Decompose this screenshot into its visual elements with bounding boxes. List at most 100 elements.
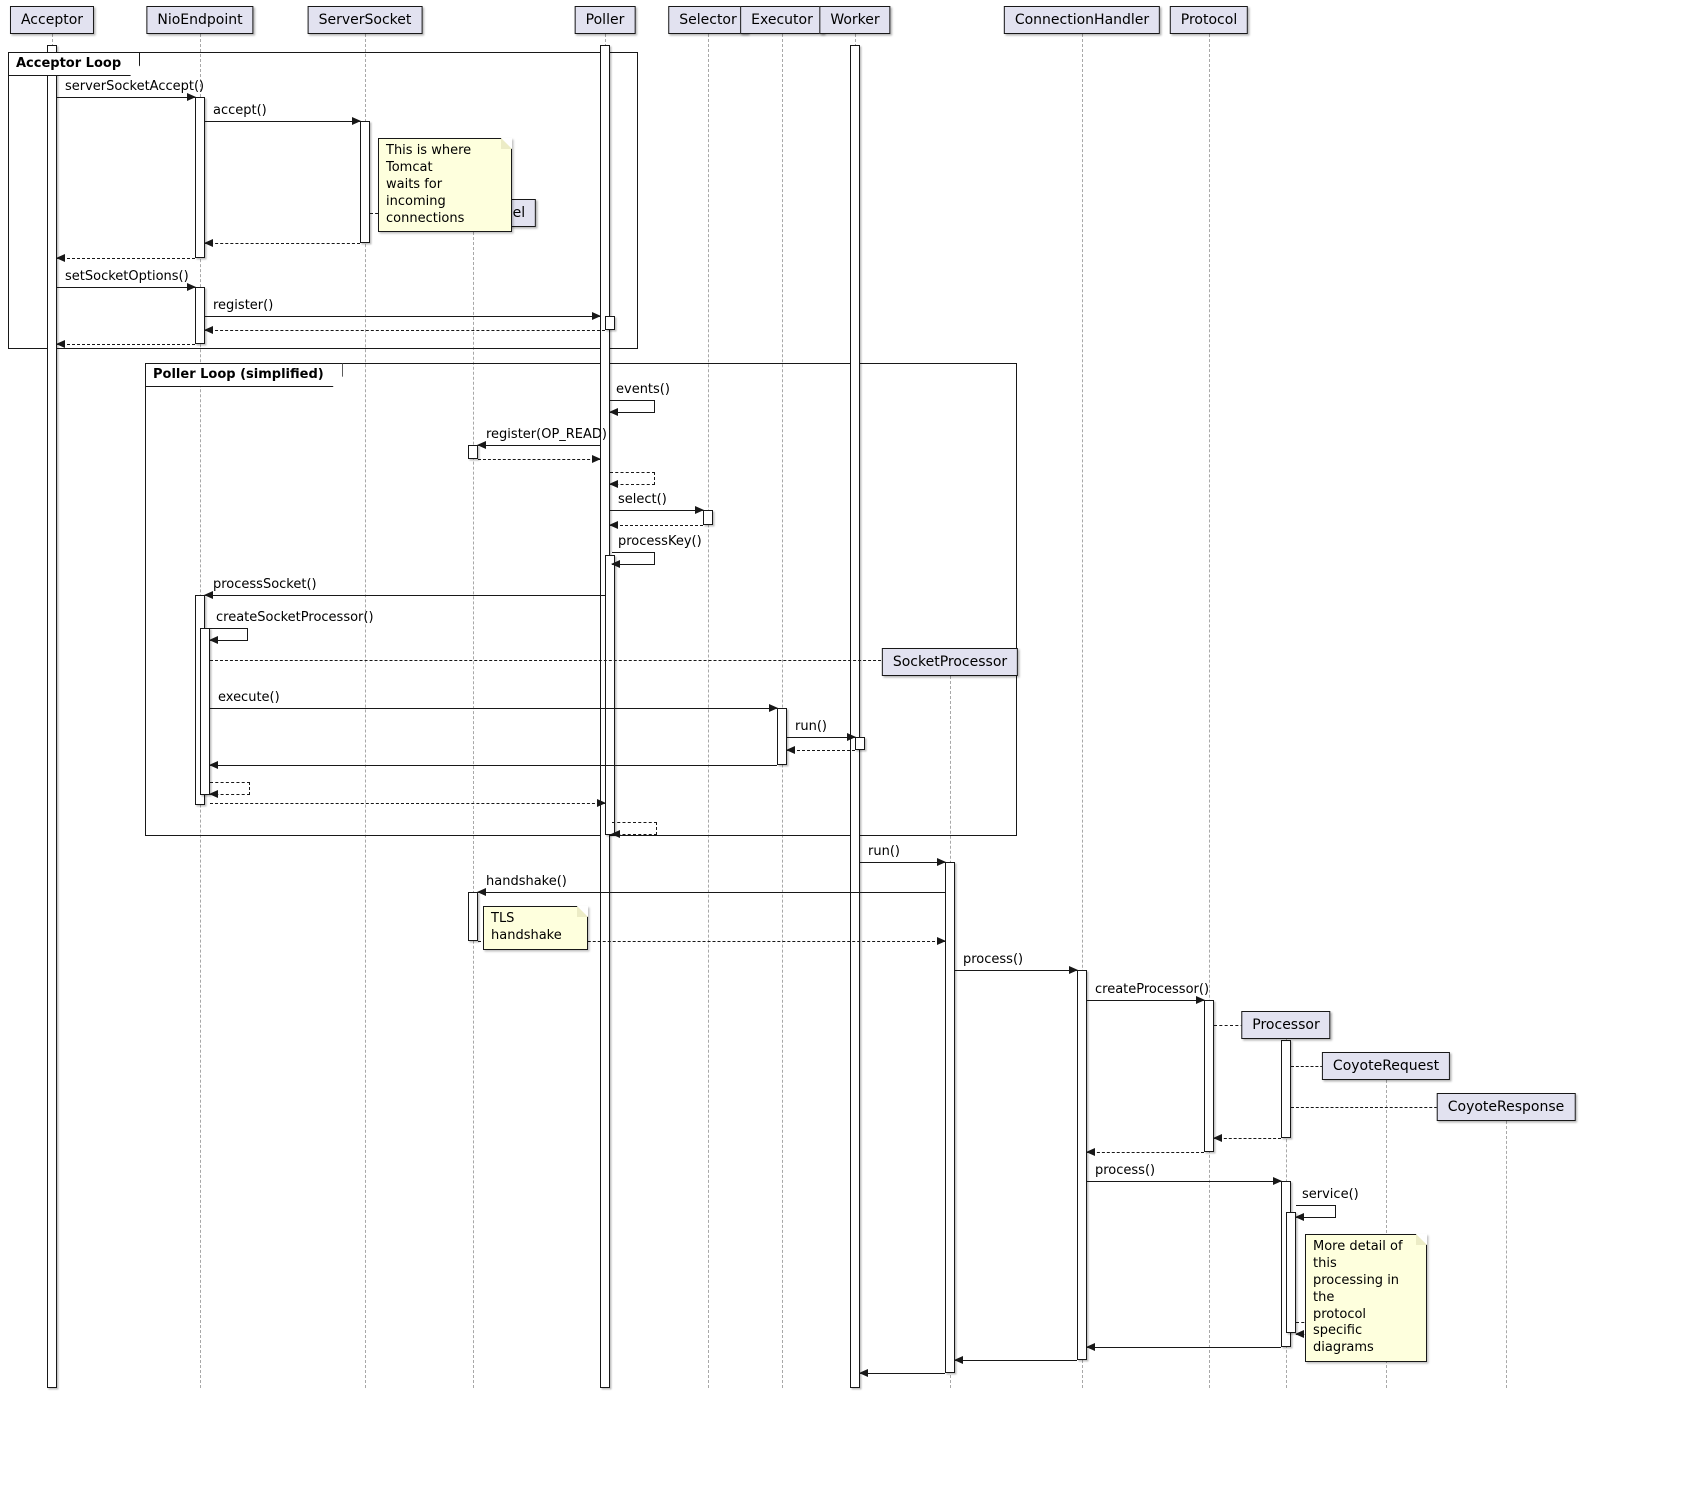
arrowhead-icon: [769, 704, 778, 712]
activation-bar: [1077, 970, 1087, 1360]
message-line: [1214, 1138, 1281, 1139]
message-line: [478, 459, 600, 460]
arrowhead-icon: [352, 117, 361, 125]
participant-head-socketprocessor: SocketProcessor: [881, 648, 1019, 676]
arrowhead-icon: [937, 937, 946, 945]
self-message-9: [609, 400, 655, 416]
message-line: [787, 750, 855, 751]
lifeline-socketchannel: [473, 227, 474, 1388]
message-label-10: register(OP_READ): [486, 427, 607, 442]
message-label-15: processKey(): [618, 534, 702, 549]
arrowhead-icon: [187, 93, 196, 101]
arrowhead-icon: [204, 239, 213, 247]
message-line: [205, 595, 605, 596]
message-label-5: setSocketOptions(): [65, 269, 189, 284]
self-message-17: [209, 628, 248, 644]
message-label-29: process(): [963, 952, 1024, 967]
activation-bar: [605, 555, 615, 835]
message-line: [1087, 1181, 1281, 1182]
message-line: [57, 287, 195, 288]
arrowhead-icon: [847, 733, 856, 741]
message-label-26: run(): [868, 844, 900, 859]
arrowhead-icon: [477, 441, 486, 449]
message-line: [205, 316, 600, 317]
message-line: [787, 737, 855, 738]
message-line: [205, 121, 360, 122]
message-line: [1087, 1000, 1204, 1001]
arrowhead-icon: [592, 455, 601, 463]
arrowhead-icon: [477, 888, 486, 896]
message-line: [860, 1373, 945, 1374]
participant-head-poller: Poller: [574, 6, 636, 34]
frame-acceptor-loop: [8, 52, 638, 349]
arrowhead-icon: [937, 858, 946, 866]
message-label-17: createSocketProcessor(): [216, 610, 374, 625]
arrowhead-icon: [592, 312, 601, 320]
participant-head-selector: Selector: [668, 6, 748, 34]
activation-bar: [468, 445, 478, 459]
activation-bar: [1281, 1040, 1291, 1138]
arrowhead-icon: [209, 636, 218, 644]
arrowhead-icon: [1196, 996, 1205, 1004]
arrowhead-icon: [1273, 1177, 1282, 1185]
message-line: [1291, 1107, 1452, 1108]
message-line: [955, 1360, 1077, 1361]
activation-bar: [468, 892, 478, 941]
arrowhead-icon: [1069, 966, 1078, 974]
arrowhead-icon: [209, 761, 218, 769]
message-line: [57, 344, 195, 345]
arrowhead-icon: [204, 326, 213, 334]
message-label-16: processSocket(): [213, 577, 317, 592]
arrowhead-icon: [1086, 1148, 1095, 1156]
activation-bar: [360, 121, 370, 243]
arrowhead-icon: [597, 799, 606, 807]
message-line: [478, 445, 600, 446]
message-label-6: register(): [213, 298, 274, 313]
participant-head-protocol: Protocol: [1169, 6, 1249, 34]
message-line: [57, 97, 195, 98]
lifeline-selector: [708, 34, 709, 1388]
arrowhead-icon: [611, 560, 620, 568]
message-line: [955, 970, 1077, 971]
activation-bar: [195, 97, 205, 258]
lifeline-serversocket: [365, 34, 366, 1388]
arrowhead-icon: [56, 254, 65, 262]
message-line: [478, 941, 945, 942]
activation-bar: [195, 287, 205, 344]
note-2: More detail of this processing in the pr…: [1305, 1234, 1427, 1363]
message-label-13: select(): [618, 492, 667, 507]
message-line: [1087, 1347, 1281, 1348]
arrowhead-icon: [1295, 1213, 1304, 1221]
message-line: [57, 258, 195, 259]
note-0: This is where Tomcat waits for incoming …: [378, 138, 512, 233]
message-label-27: handshake(): [486, 874, 567, 889]
frame-label-acceptor-loop: Acceptor Loop: [8, 52, 140, 76]
message-label-0: serverSocketAccept(): [65, 79, 205, 94]
message-line: [205, 330, 605, 331]
arrowhead-icon: [204, 591, 213, 599]
self-message-37: [1295, 1205, 1336, 1221]
message-label-19: execute(): [218, 690, 280, 705]
message-label-36: process(): [1095, 1163, 1156, 1178]
arrowhead-icon: [609, 521, 618, 529]
activation-bar: [855, 737, 865, 750]
message-label-20: run(): [795, 719, 827, 734]
participant-head-serversocket: ServerSocket: [307, 6, 423, 34]
message-label-9: events(): [616, 382, 670, 397]
message-line: [860, 862, 945, 863]
activation-bar: [945, 862, 955, 1373]
lifeline-connectionhandler: [1082, 34, 1083, 1388]
note-1: TLS handshake: [483, 906, 588, 950]
arrowhead-icon: [786, 746, 795, 754]
message-line: [1291, 1066, 1333, 1067]
message-label-37: service(): [1302, 1187, 1359, 1202]
arrowhead-icon: [859, 1369, 868, 1377]
activation-bar: [850, 45, 860, 1388]
participant-head-connectionhandler: ConnectionHandler: [1003, 6, 1161, 34]
message-line: [610, 510, 703, 511]
activation-bar: [605, 316, 615, 330]
participant-head-worker: Worker: [819, 6, 891, 34]
self-message-25: [611, 822, 657, 838]
participant-head-coyoteresponse: CoyoteResponse: [1436, 1093, 1576, 1121]
